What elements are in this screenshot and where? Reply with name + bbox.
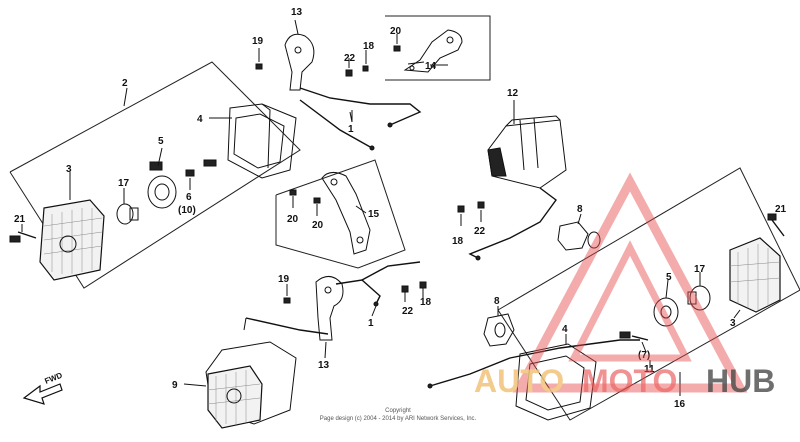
label-12: 12	[507, 88, 519, 99]
lens-3-rear	[729, 237, 781, 313]
nut-22-bottom	[401, 285, 409, 302]
label-19-top: 19	[252, 36, 264, 47]
bolt-19-top	[255, 48, 263, 70]
lamp-9	[205, 341, 297, 429]
bulb-17-front	[116, 203, 139, 225]
bracket-13-top	[284, 19, 315, 91]
label-20-middle-a: 20	[287, 214, 299, 225]
label-16: 16	[674, 399, 686, 410]
label-10: (10)	[178, 205, 196, 216]
frame-rear-right-assembly	[497, 167, 800, 421]
label-18-top: 18	[363, 41, 375, 52]
label-8-upper: 8	[577, 204, 583, 215]
label-7: (7)	[638, 350, 650, 361]
socket-housing-4-front	[227, 103, 297, 179]
screw-7	[619, 331, 649, 341]
label-1-bottom: 1	[368, 318, 374, 329]
label-15: 15	[368, 209, 380, 220]
label-6: 6	[186, 192, 192, 203]
wire-1-bottom	[243, 261, 421, 335]
frame-bracket-14	[385, 15, 491, 81]
watermark-triangle-icon	[512, 172, 748, 393]
bolt-18-top	[362, 50, 369, 72]
wire-1-top	[299, 87, 422, 151]
label-3-front: 3	[66, 164, 72, 175]
label-17-front: 17	[118, 178, 130, 189]
fwd-arrow-icon	[22, 383, 63, 405]
label-13-top: 13	[291, 7, 303, 18]
nut-22-top	[345, 58, 353, 77]
label-4-front: 4	[197, 114, 203, 125]
label-5-front: 5	[158, 136, 164, 147]
socket-housing-4-rear	[515, 343, 597, 421]
lens-3-front	[39, 199, 105, 281]
screw-21-rear	[767, 213, 785, 237]
copyright-line-1: Copyright	[385, 408, 411, 414]
label-4-rear: 4	[562, 324, 568, 335]
bolt-18-middle	[457, 205, 465, 226]
bolts-20-middle	[289, 189, 321, 216]
wire-12	[468, 187, 557, 261]
watermark-text-auto: AUTO	[474, 363, 564, 399]
fwd-label: FWD	[43, 371, 63, 386]
label-22-middle: 22	[474, 226, 486, 237]
watermark-logo: AUTO MOTO HUB	[474, 172, 775, 399]
watermark-text-hub: HUB	[706, 363, 775, 399]
label-21-front: 21	[14, 214, 26, 225]
label-3-rear: 3	[730, 318, 736, 329]
label-19-bottom: 19	[278, 274, 290, 285]
label-18-middle: 18	[452, 236, 464, 247]
socket-5-front	[147, 159, 217, 209]
housing-12	[487, 115, 567, 189]
label-11: 11	[644, 364, 655, 375]
label-2: 2	[122, 78, 128, 89]
watermark-text-moto: MOTO	[582, 363, 677, 399]
leader-lines	[21, 61, 741, 387]
label-20-middle-b: 20	[312, 220, 324, 231]
bolt-18-bottom	[419, 281, 427, 300]
bracket-13-bottom	[315, 276, 344, 341]
frame-bracket-15	[275, 159, 406, 269]
label-17-rear: 17	[694, 264, 706, 275]
socket-8-lower	[483, 313, 515, 347]
bracket-15	[321, 172, 371, 255]
label-1-top: 1	[348, 124, 354, 135]
label-5-rear: 5	[666, 272, 672, 283]
label-13-bottom: 13	[318, 360, 330, 371]
label-9: 9	[172, 380, 178, 391]
label-20-top: 20	[390, 26, 402, 37]
label-8-lower: 8	[494, 296, 500, 307]
label-21-rear: 21	[775, 204, 787, 215]
screw-21-front	[9, 231, 37, 243]
nut-22-middle	[477, 201, 485, 222]
copyright-line-2: Page design (c) 2004 - 2014 by ARI Netwo…	[320, 416, 477, 422]
wire-16	[427, 339, 681, 396]
label-18-bottom: 18	[420, 297, 432, 308]
label-22-top: 22	[344, 53, 356, 64]
bracket-14	[393, 29, 463, 73]
bolt-19-bottom	[283, 284, 291, 304]
label-14: 14	[425, 61, 437, 72]
label-22-bottom: 22	[402, 306, 414, 317]
socket-8-upper	[557, 221, 601, 251]
